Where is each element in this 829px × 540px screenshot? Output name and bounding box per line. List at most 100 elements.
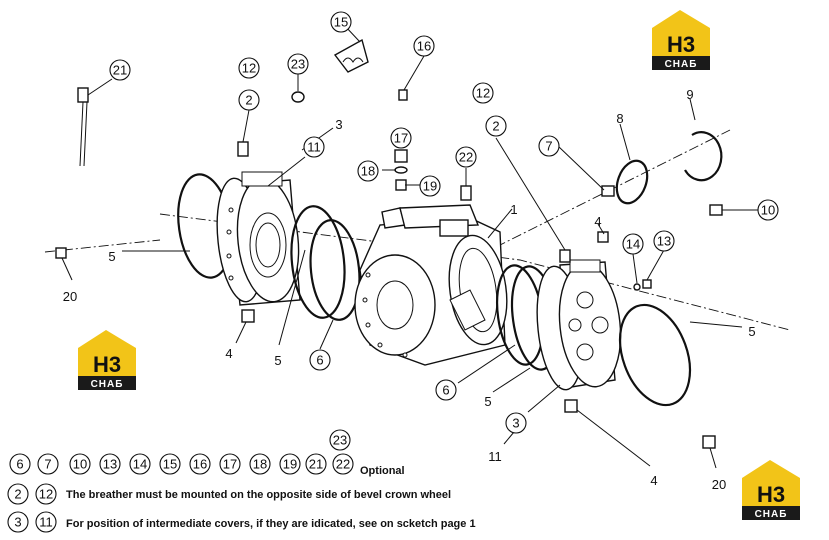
logo-body-shape (652, 28, 710, 56)
callout-c2b-circle (485, 115, 507, 137)
callout-c12a-circle (238, 57, 260, 79)
callout-c22-circle (455, 146, 477, 168)
legend-optional-item-number: 13 (103, 457, 117, 472)
legend-covers-item: 11 (35, 511, 57, 533)
callout-c5b: 5 (274, 353, 281, 368)
legend-optional-item-circle (305, 453, 327, 475)
legend-optional-extra: 23 (329, 429, 351, 451)
optional-label: Optional (360, 465, 405, 477)
legend-covers-item: 3 (7, 511, 29, 533)
logo-band-shape (78, 376, 136, 390)
callout-c20b: 20 (712, 477, 726, 492)
callout-c7-number: 7 (545, 139, 552, 154)
legend-optional-item-number: 17 (223, 457, 237, 472)
callout-c9: 9 (686, 87, 693, 102)
legend-optional-item: 15 (159, 453, 181, 475)
legend-optional-item-number: 22 (336, 457, 350, 472)
legend-optional-item-number: 14 (133, 457, 147, 472)
callout-c3a: 3 (335, 117, 342, 132)
callout-c11a-circle (303, 136, 325, 158)
callout-c17-circle (390, 127, 412, 149)
right-cover-housing (536, 259, 622, 391)
callout-c5c: 5 (748, 324, 755, 339)
legend-breather-item-circle (35, 483, 57, 505)
callout-c6a-number: 6 (316, 353, 323, 368)
logo-bottom-text: CHAБ (665, 59, 698, 70)
legend-breather-item: 2 (7, 483, 29, 505)
callout-c2b-number: 2 (492, 119, 499, 134)
snap-ring-8 (615, 159, 649, 205)
logo-body-shape (78, 348, 136, 376)
callout-c11b: 11 (488, 449, 502, 464)
legend-optional-item-circle (9, 453, 31, 475)
callout-c10-circle (757, 199, 779, 221)
callout-c15-circle (330, 11, 352, 33)
callout-c18-number: 18 (361, 164, 375, 179)
callout-c15-number: 15 (334, 15, 348, 30)
legend-optional-item-circle (37, 453, 59, 475)
legend-optional-item: 13 (99, 453, 121, 475)
callout-c6b: 6 (435, 379, 457, 401)
callout-c13: 13 (653, 230, 675, 252)
callout-c6b-circle (435, 379, 457, 401)
legend-optional-item: 18 (249, 453, 271, 475)
callout-c12a: 12 (238, 57, 260, 79)
callout-c20a: 20 (63, 289, 77, 304)
legend-optional-item: 22 (332, 453, 354, 475)
logo-top-text: H3 (667, 32, 695, 57)
legend-breather-item-number: 2 (14, 487, 21, 502)
callout-c17-number: 17 (394, 131, 408, 146)
legend-optional-item-circle (129, 453, 151, 475)
legend-optional-item-number: 7 (44, 457, 51, 472)
callout-c22-number: 22 (459, 150, 473, 165)
callout-c16-circle (413, 35, 435, 57)
fittings (55, 38, 723, 449)
logo-band-shape (742, 506, 800, 520)
legend-optional-item: 19 (279, 453, 301, 475)
callout-c3b-number: 3 (512, 416, 519, 431)
legend-optional-item-number: 18 (253, 457, 267, 472)
callout-c6b-number: 6 (442, 383, 449, 398)
legend-optional-item-circle (249, 453, 271, 475)
legend-optional-item-circle (189, 453, 211, 475)
legend-covers-item-circle (7, 511, 29, 533)
breather-note: The breather must be mounted on the oppo… (66, 489, 451, 501)
legend-optional-item-number: 6 (16, 457, 23, 472)
callout-c3b: 3 (505, 412, 527, 434)
callout-c6a: 6 (309, 349, 331, 371)
logo-bottom-text: CHAБ (755, 509, 788, 520)
callout-c22: 22 (455, 146, 477, 168)
legend-optional-item-circle (69, 453, 91, 475)
callout-c13-number: 13 (657, 234, 671, 249)
callout-c17: 17 (390, 127, 412, 149)
callout-c19: 19 (419, 175, 441, 197)
legend-optional-item-number: 21 (309, 457, 323, 472)
callout-c11a: 11 (303, 136, 325, 158)
callout-c3b-circle (505, 412, 527, 434)
callout-c5d: 5 (484, 394, 491, 409)
legend-optional-item: 6 (9, 453, 31, 475)
legend-optional-item: 21 (305, 453, 327, 475)
logo-bottom-text: CHAБ (91, 379, 124, 390)
circlip-9 (684, 131, 723, 182)
legend-covers-item-number: 11 (39, 515, 53, 530)
legend-breather-item-number: 12 (39, 487, 53, 502)
left-cover-housing (216, 171, 301, 306)
right-gasket-ring (618, 303, 692, 407)
legend: Optional The breather must be mounted on… (7, 429, 476, 533)
callout-c1: 1 (510, 202, 517, 217)
callout-c2a: 2 (238, 89, 260, 111)
callout-c5a: 5 (108, 249, 115, 264)
logo-band-shape (652, 56, 710, 70)
legend-covers-item-number: 3 (14, 515, 21, 530)
callout-c16-number: 16 (417, 39, 431, 54)
legend-optional-item: 10 (69, 453, 91, 475)
callout-c10-number: 10 (761, 203, 775, 218)
covers-note: For position of intermediate covers, if … (66, 518, 476, 530)
callout-c12a-number: 12 (242, 61, 256, 76)
callout-c14: 14 (622, 233, 644, 255)
